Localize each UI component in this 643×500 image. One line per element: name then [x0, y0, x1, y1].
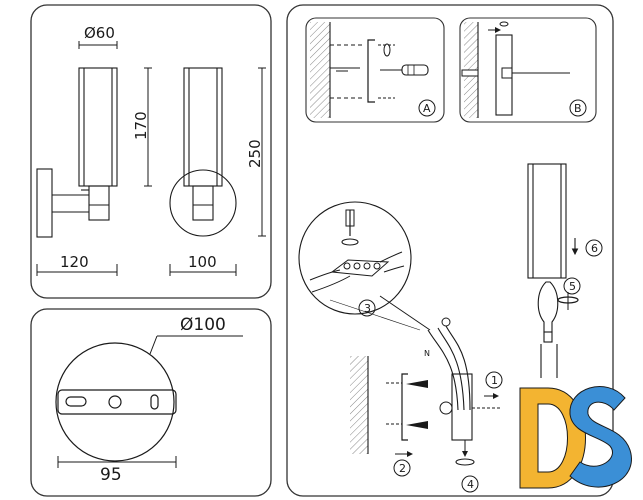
step-3-label: 3 — [364, 302, 371, 315]
logo-letter-s — [569, 386, 632, 488]
step-2-label: 2 — [399, 462, 406, 475]
logo-letter-d — [519, 387, 586, 489]
step-marker-3: 3 — [358, 299, 376, 317]
rotate-arrow-icon — [557, 292, 579, 310]
step-marker-4: 4 — [461, 475, 479, 493]
mounting-plate-drawing — [55, 342, 177, 462]
base-width-label: 100 — [188, 253, 217, 271]
wall-mount-assembly — [350, 356, 500, 466]
step-marker-6: 6 — [585, 239, 603, 257]
panel-installation: A B — [286, 4, 614, 497]
detail-a: A — [305, 17, 445, 123]
total-height-dimension: 250 — [246, 67, 266, 237]
supply-wires — [427, 325, 471, 411]
shade-and-bulb — [527, 163, 579, 378]
step-marker-1: 1 — [485, 371, 503, 389]
hole-spacing-dimension: 95 — [57, 456, 177, 485]
detail-a-label: A — [423, 102, 431, 115]
total-height-label: 250 — [246, 139, 264, 168]
step-marker-5: 5 — [563, 277, 581, 295]
detail-b: B — [459, 17, 597, 123]
step-1-label: 1 — [491, 374, 498, 387]
base-width-dimension: 100 — [169, 253, 237, 276]
lamp-side-view — [36, 67, 118, 238]
panel-mount-plate: Ø100 95 — [30, 308, 272, 497]
height-label: 170 — [132, 111, 150, 140]
ds-logo — [519, 386, 632, 489]
step-marker-2: 2 — [393, 459, 411, 477]
step-6-label: 6 — [591, 242, 598, 255]
diameter-dimension: Ø60 — [78, 24, 118, 49]
screwdriver-icon — [380, 64, 429, 76]
height-dimension: 170 — [132, 67, 152, 187]
depth-label: 120 — [60, 253, 89, 271]
hole-spacing-label: 95 — [100, 465, 122, 485]
diameter-label: Ø60 — [84, 24, 115, 42]
step-4-label: 4 — [467, 478, 474, 491]
panel-dimensions: Ø60 170 — [30, 4, 272, 299]
depth-dimension: 120 — [36, 253, 118, 276]
lamp-front-view — [169, 67, 237, 237]
wire-n-label: N — [424, 349, 430, 358]
terminal-block-icon — [309, 251, 405, 293]
ground-icon — [441, 317, 451, 327]
terminal-zoom — [298, 201, 431, 331]
detail-b-label: B — [574, 102, 582, 115]
plate-diameter-label: Ø100 — [180, 315, 226, 335]
step-5-label: 5 — [569, 280, 576, 293]
